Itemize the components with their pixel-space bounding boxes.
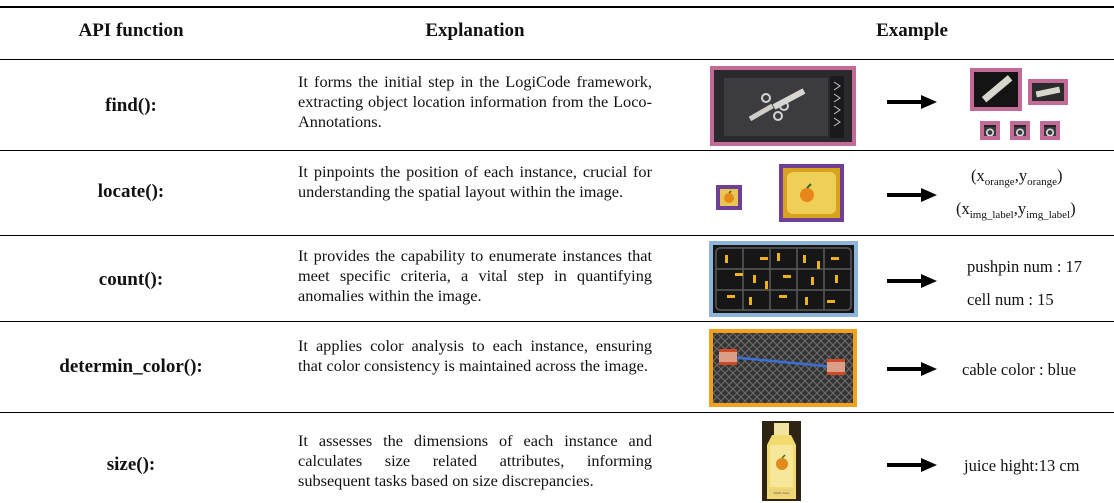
right-arrow-icon	[887, 362, 937, 376]
cable-image	[709, 329, 857, 407]
juice-bottle-label: 100% Juice	[773, 491, 790, 495]
find-source-image	[710, 66, 856, 146]
header-explanation: Explanation	[425, 20, 525, 41]
find-crop-short-screw	[1028, 79, 1068, 105]
locate-label-image	[779, 164, 844, 222]
row-divider	[0, 235, 1114, 236]
count-pushpin-image	[709, 241, 858, 317]
function-size: size():	[106, 454, 156, 475]
right-arrow-icon	[887, 274, 937, 288]
header-rule	[0, 59, 1114, 60]
function-determin-color: determin_color():	[59, 356, 203, 377]
function-locate: locate():	[97, 181, 165, 202]
right-arrow-icon	[887, 458, 937, 472]
row-divider	[0, 150, 1114, 151]
locate-result-img-label: (ximg_label,yimg_label)	[956, 199, 1076, 221]
explanation-find: It forms the initial step in the LogiCod…	[298, 72, 652, 131]
size-result: juice hight:13 cm	[964, 456, 1080, 475]
function-find: find():	[105, 95, 157, 116]
explanation-determin-color: It applies color analysis to each instan…	[298, 336, 652, 375]
locate-result-orange: (xorange,yorange)	[971, 166, 1063, 188]
top-rule	[0, 6, 1114, 8]
function-count: count():	[98, 269, 164, 290]
row-divider	[0, 412, 1114, 413]
count-result-pushpin: pushpin num : 17	[967, 257, 1083, 276]
header-example: Example	[876, 20, 948, 41]
explanation-locate: It pinpoints the position of each instan…	[298, 162, 652, 201]
locate-orange-crop	[716, 185, 742, 210]
explanation-size: It assesses the dimensions of each insta…	[298, 431, 652, 490]
find-crop-long-screw	[970, 68, 1022, 111]
find-crop-nut	[980, 121, 1000, 140]
find-crop-nut	[1040, 121, 1060, 140]
right-arrow-icon	[887, 95, 937, 109]
color-result: cable color : blue	[962, 360, 1077, 379]
count-result-cell: cell num : 15	[967, 290, 1054, 309]
find-crop-nut	[1010, 121, 1030, 140]
juice-bottle-image: 100% Juice	[762, 421, 801, 501]
header-api-function: API function	[78, 20, 184, 41]
row-divider	[0, 321, 1114, 322]
right-arrow-icon	[887, 188, 937, 202]
explanation-count: It provides the capability to enumerate …	[298, 246, 652, 305]
